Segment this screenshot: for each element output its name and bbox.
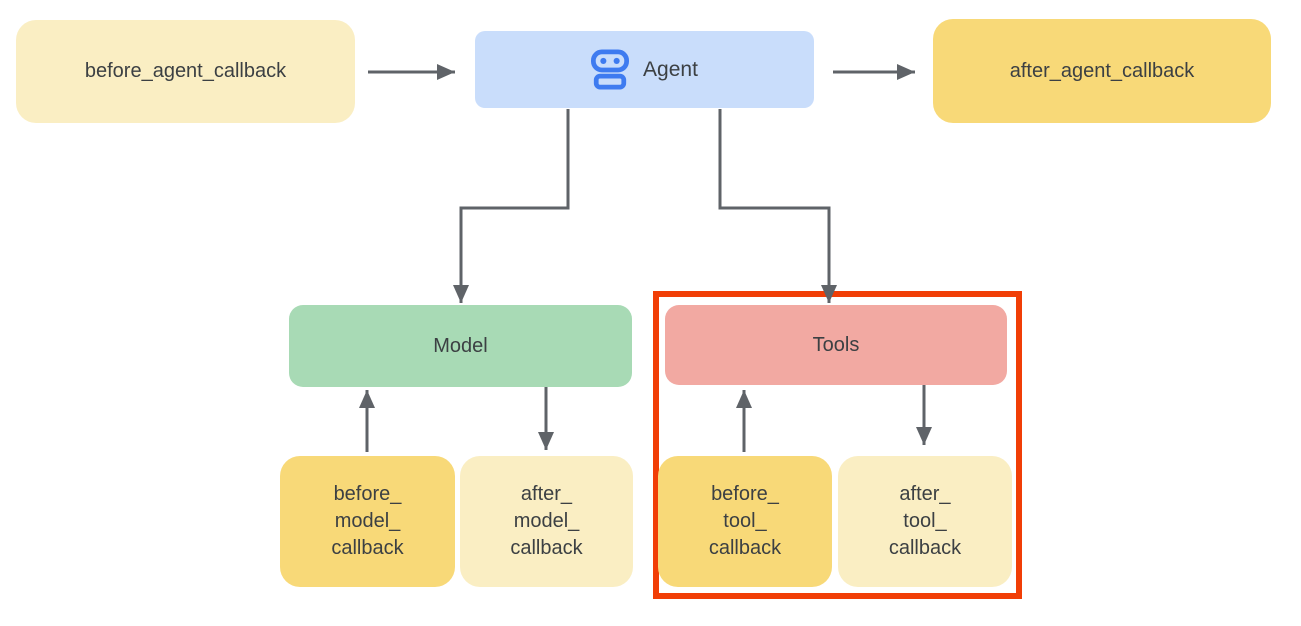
node-label: after_agent_callback (1009, 59, 1195, 82)
node-label: Tools (812, 333, 860, 356)
node-label: Model (433, 334, 488, 357)
node-label: after_ model_ callback (510, 483, 583, 559)
node-label: before_ model_ callback (331, 483, 404, 559)
node-label: before_agent_callback (84, 60, 287, 82)
node-after-tool-callback: after_ tool_ callback (838, 456, 1012, 587)
node-agent: Agent (475, 31, 814, 108)
node-before-agent-callback: before_agent_callback (16, 20, 355, 123)
tools-highlight-rectangle (653, 291, 1022, 599)
node-model: Model (289, 305, 632, 387)
robot-icon (591, 49, 630, 90)
edge-agent-to-tools (718, 109, 837, 303)
node-tools: Tools (665, 305, 1007, 385)
node-before-tool-callback: before_ tool_ callback (658, 456, 832, 587)
node-before-model-callback: before_ model_ callback (280, 456, 455, 587)
node-after-agent-callback: after_agent_callback (933, 19, 1271, 123)
node-after-model-callback: after_ model_ callback (460, 456, 633, 587)
node-label: before_ tool_ callback (708, 483, 782, 559)
node-label: after_ tool_ callback (888, 483, 962, 559)
edge-agent-to-model (453, 109, 570, 303)
node-label: Agent (643, 57, 698, 81)
